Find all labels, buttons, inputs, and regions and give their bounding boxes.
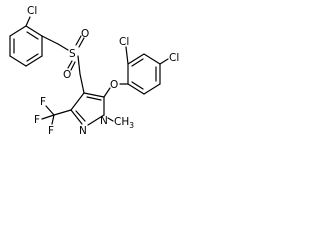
atom-sulfur: S: [69, 48, 76, 60]
atom-oxygen-sulfonyl-top: O: [81, 28, 89, 40]
bond-c3-cf3: [53, 109, 72, 116]
atom-methyl: CH3: [114, 116, 134, 130]
bond-ch2-c4: [79, 73, 85, 94]
atom-cl-para: Cl: [169, 52, 179, 64]
bond-s-o-top: [75, 35, 82, 46]
bond-ring-ch2: [41, 35, 59, 45]
bond-s-o-bottom: [67, 60, 73, 69]
atom-n1: N: [100, 115, 108, 127]
atom-oxygen-sulfonyl-bottom: O: [63, 69, 71, 81]
bond-s-ch2-pyrazole: [77, 55, 81, 75]
atom-n2: N: [79, 125, 87, 137]
bond-c-f2: [41, 114, 55, 120]
bond-c-f3: [51, 114, 55, 125]
atom-fluorine-3: F: [48, 125, 54, 137]
atom-cl-benzyl: Cl: [27, 5, 37, 17]
methyl-subscript: 3: [129, 121, 134, 130]
bond-s-o-bottom-2: [70, 61, 76, 71]
bond-c-f1: [45, 105, 55, 116]
atom-fluorine-2: F: [34, 114, 40, 126]
chlorobenzyl-ring: [9, 25, 43, 67]
molecule-structure: Cl S O O O Cl Cl N N CH3 F F F: [9, 5, 179, 137]
atom-cl-ortho: Cl: [119, 36, 129, 48]
bond-n-methyl: [107, 117, 114, 122]
bond-aryl-cl-para: [159, 58, 169, 65]
bond-ring-cl: [25, 16, 31, 27]
bond-s-o-top-2: [78, 37, 85, 48]
dichlorophenyl-ring: [127, 53, 161, 95]
atom-oxygen-ether: O: [110, 79, 118, 91]
pyrazole-ring: [70, 92, 105, 126]
bond-aryl-cl-ortho: [125, 46, 129, 65]
methyl-label: CH: [114, 116, 129, 128]
atom-fluorine-1: F: [40, 96, 46, 108]
bond-c5-o: [103, 87, 111, 98]
bond-ch2-s: [57, 43, 69, 51]
